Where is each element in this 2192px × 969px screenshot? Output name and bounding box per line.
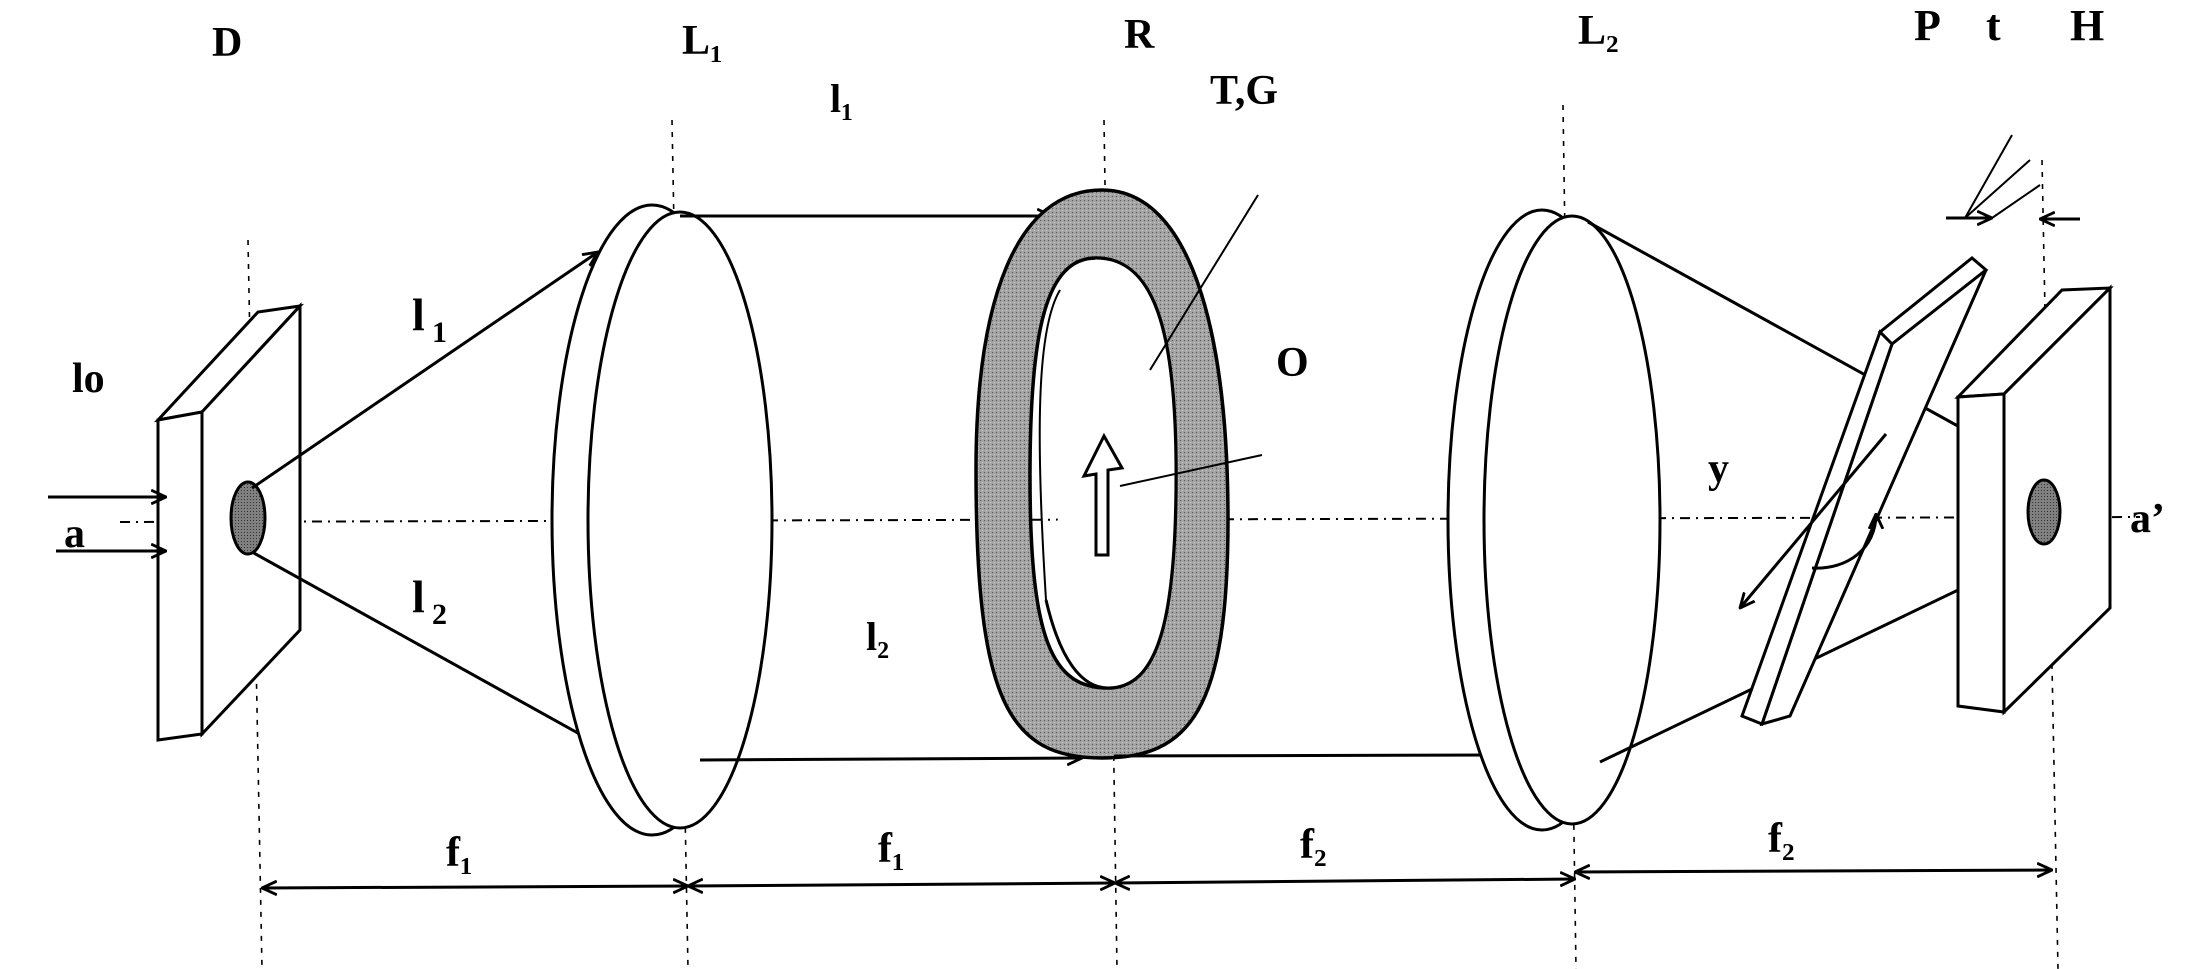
input-plate-d bbox=[153, 302, 304, 742]
label-ray-2: l bbox=[412, 571, 425, 622]
label-l1: L₁ bbox=[682, 18, 723, 64]
labels: D L₁ R L₂ P t H l₁ T,G l 1 lo a O y a’ l… bbox=[64, 1, 2165, 876]
lens-l1 bbox=[550, 203, 774, 837]
label-l2-mid: l₂ bbox=[866, 614, 889, 659]
output-spot-a-prime bbox=[2026, 478, 2062, 546]
label-ray-1: l bbox=[412, 289, 425, 340]
label-p: P bbox=[1914, 1, 1941, 50]
label-lo: lo bbox=[72, 356, 105, 402]
plane-line-h bbox=[2041, 159, 2059, 969]
input-spot-a bbox=[229, 480, 267, 556]
label-tg: T,G bbox=[1210, 68, 1278, 114]
label-l1-top: l₁ bbox=[830, 76, 853, 121]
input-beam-arrows bbox=[48, 497, 166, 551]
label-o: O bbox=[1276, 340, 1309, 386]
output-plate-h bbox=[1954, 284, 2114, 716]
label-h: H bbox=[2070, 1, 2104, 50]
leader-lines bbox=[1119, 134, 2013, 487]
lens-l2 bbox=[1446, 208, 1662, 832]
label-ray-2-sub: 2 bbox=[432, 598, 447, 631]
label-f2-right: f₂ bbox=[1768, 816, 1795, 862]
label-t: t bbox=[1986, 1, 2001, 50]
object-arrow-o bbox=[1081, 432, 1125, 557]
label-a-prime: a’ bbox=[2130, 496, 2165, 542]
y-rotation-indicator bbox=[1740, 433, 1888, 608]
label-l2: L₂ bbox=[1578, 8, 1619, 54]
ray-r-to-l2 bbox=[1113, 755, 1500, 756]
label-d: D bbox=[212, 20, 242, 66]
label-f1-left: f₁ bbox=[446, 830, 473, 876]
label-ray-1-sub: 1 bbox=[432, 316, 447, 349]
rays-l1-to-r bbox=[680, 216, 1082, 760]
thickness-t-markers bbox=[1946, 159, 2080, 219]
tilted-plate-p bbox=[1740, 256, 1989, 727]
label-f2-left: f₂ bbox=[1300, 822, 1327, 868]
focal-dimension-arrows bbox=[262, 870, 2052, 888]
label-a: a bbox=[64, 511, 85, 557]
label-r: R bbox=[1124, 12, 1155, 58]
ring-r bbox=[974, 188, 1230, 760]
rays-d-to-l1 bbox=[251, 252, 612, 752]
label-f1-right: f₁ bbox=[878, 826, 905, 872]
label-y: y bbox=[1708, 446, 1729, 492]
